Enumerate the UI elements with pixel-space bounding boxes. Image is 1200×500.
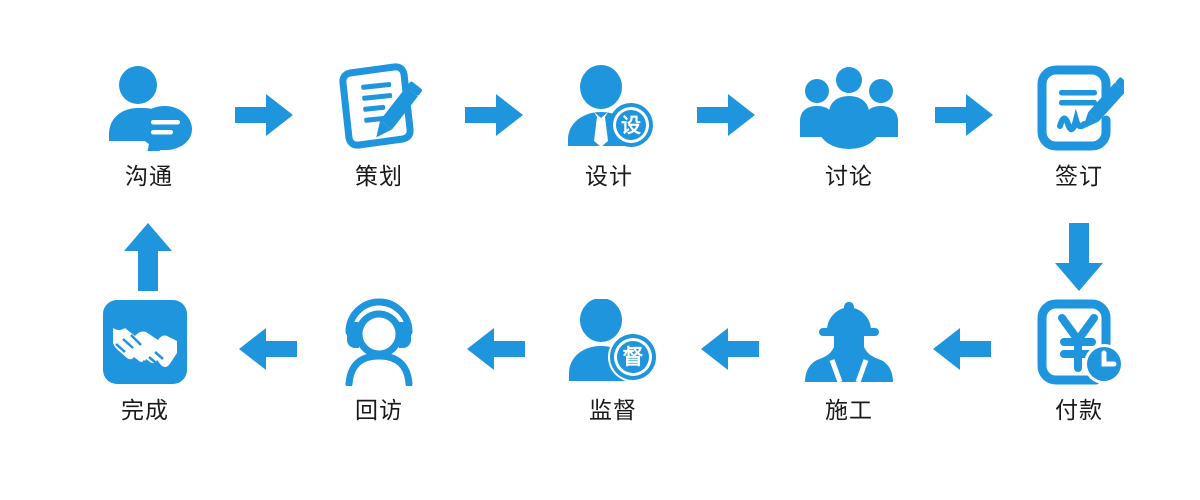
headset-person-icon (304, 292, 454, 392)
arrow-left-supervise-to-followup (464, 327, 528, 371)
flow-node-label: 回访 (355, 398, 403, 424)
group-meeting-icon (774, 58, 924, 158)
supervise-badge-text: 督 (623, 345, 644, 369)
yen-document-clock-icon (1004, 292, 1154, 392)
arrow-left-construct-to-supervise (698, 327, 762, 371)
flow-node-label: 设计 (585, 164, 633, 190)
flow-node-label: 监督 (589, 398, 637, 424)
design-badge-text: 设 (621, 113, 641, 137)
person-badge-icon: 督 (538, 292, 688, 392)
flow-node-followup[interactable]: 回访 (304, 292, 454, 423)
flow-node-label: 沟通 (125, 164, 173, 190)
flow-node-label: 施工 (825, 398, 873, 424)
arrow-right-plan-to-design (462, 93, 526, 137)
person-tie-badge-icon: 设 (534, 58, 684, 158)
flow-node-label: 完成 (121, 398, 169, 424)
flow-node-label: 付款 (1055, 398, 1103, 424)
arrow-up-complete-to-communicate (124, 222, 172, 292)
arrow-left-followup-to-complete (236, 327, 300, 371)
arrow-left-payment-to-construct (930, 327, 994, 371)
flow-node-complete[interactable]: 完成 (70, 292, 220, 423)
flow-node-plan[interactable]: 策划 (304, 58, 454, 189)
flow-node-payment[interactable]: 付款 (1004, 292, 1154, 423)
arrow-right-discuss-to-sign (932, 93, 996, 137)
document-pencil-icon (304, 58, 454, 158)
flow-node-discuss[interactable]: 讨论 (774, 58, 924, 189)
handshake-square-icon (70, 292, 220, 392)
flow-node-design[interactable]: 设 设计 (534, 58, 684, 189)
flow-node-supervise[interactable]: 督 监督 (538, 292, 688, 423)
person-chat-icon (74, 58, 224, 158)
arrow-right-design-to-discuss (694, 93, 758, 137)
flow-node-label: 策划 (355, 164, 403, 190)
arrow-down-sign-to-payment (1055, 222, 1103, 292)
flow-node-label: 讨论 (825, 164, 873, 190)
flow-node-communicate[interactable]: 沟通 (74, 58, 224, 189)
flow-node-construct[interactable]: 施工 (774, 292, 924, 423)
flow-node-sign[interactable]: 签订 (1004, 58, 1154, 189)
arrow-right-communicate-to-plan (232, 93, 296, 137)
worker-helmet-icon (774, 292, 924, 392)
flow-node-label: 签订 (1055, 164, 1103, 190)
contract-signature-icon (1004, 58, 1154, 158)
